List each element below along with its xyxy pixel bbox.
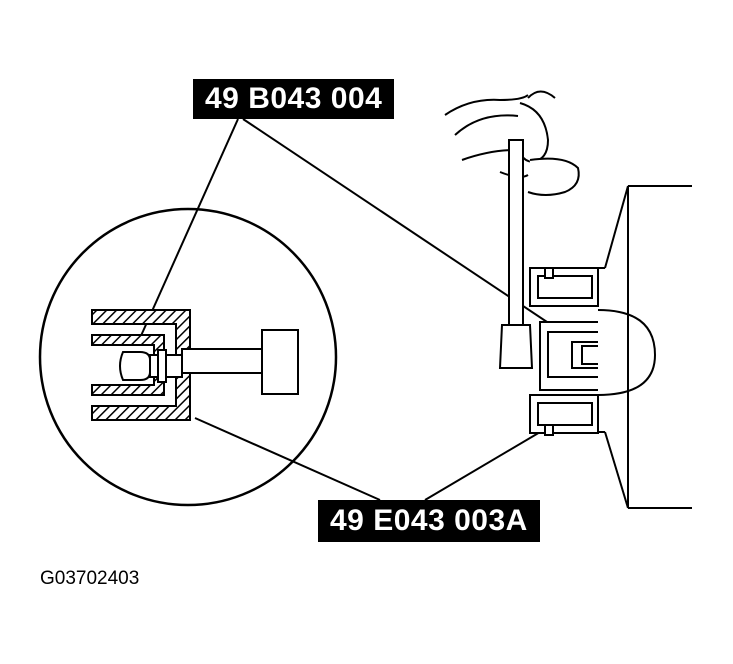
- callout-tool-bottom: 49 E043 003A: [318, 500, 540, 542]
- rotor-outline: [598, 185, 692, 509]
- wrench-detail: [181, 329, 299, 395]
- leader-lines: [139, 118, 593, 501]
- socket-cross-section: [91, 309, 191, 421]
- leader-bottom-to-hub: [424, 424, 553, 501]
- figure-code: G03702403: [40, 568, 140, 589]
- leader-bottom-to-detail: [194, 417, 381, 501]
- hand-illustration: [444, 90, 580, 196]
- detail-magnifier: [38, 207, 338, 507]
- callout-tool-top: 49 B043 004: [193, 79, 395, 119]
- leader-top-to-detail: [139, 118, 239, 339]
- bleeder-nipple: [119, 349, 183, 383]
- brake-caliper: [529, 267, 657, 436]
- magnifier-circle: [38, 207, 338, 507]
- leader-top-to-hub: [242, 118, 593, 353]
- wrench-tool: [498, 139, 534, 369]
